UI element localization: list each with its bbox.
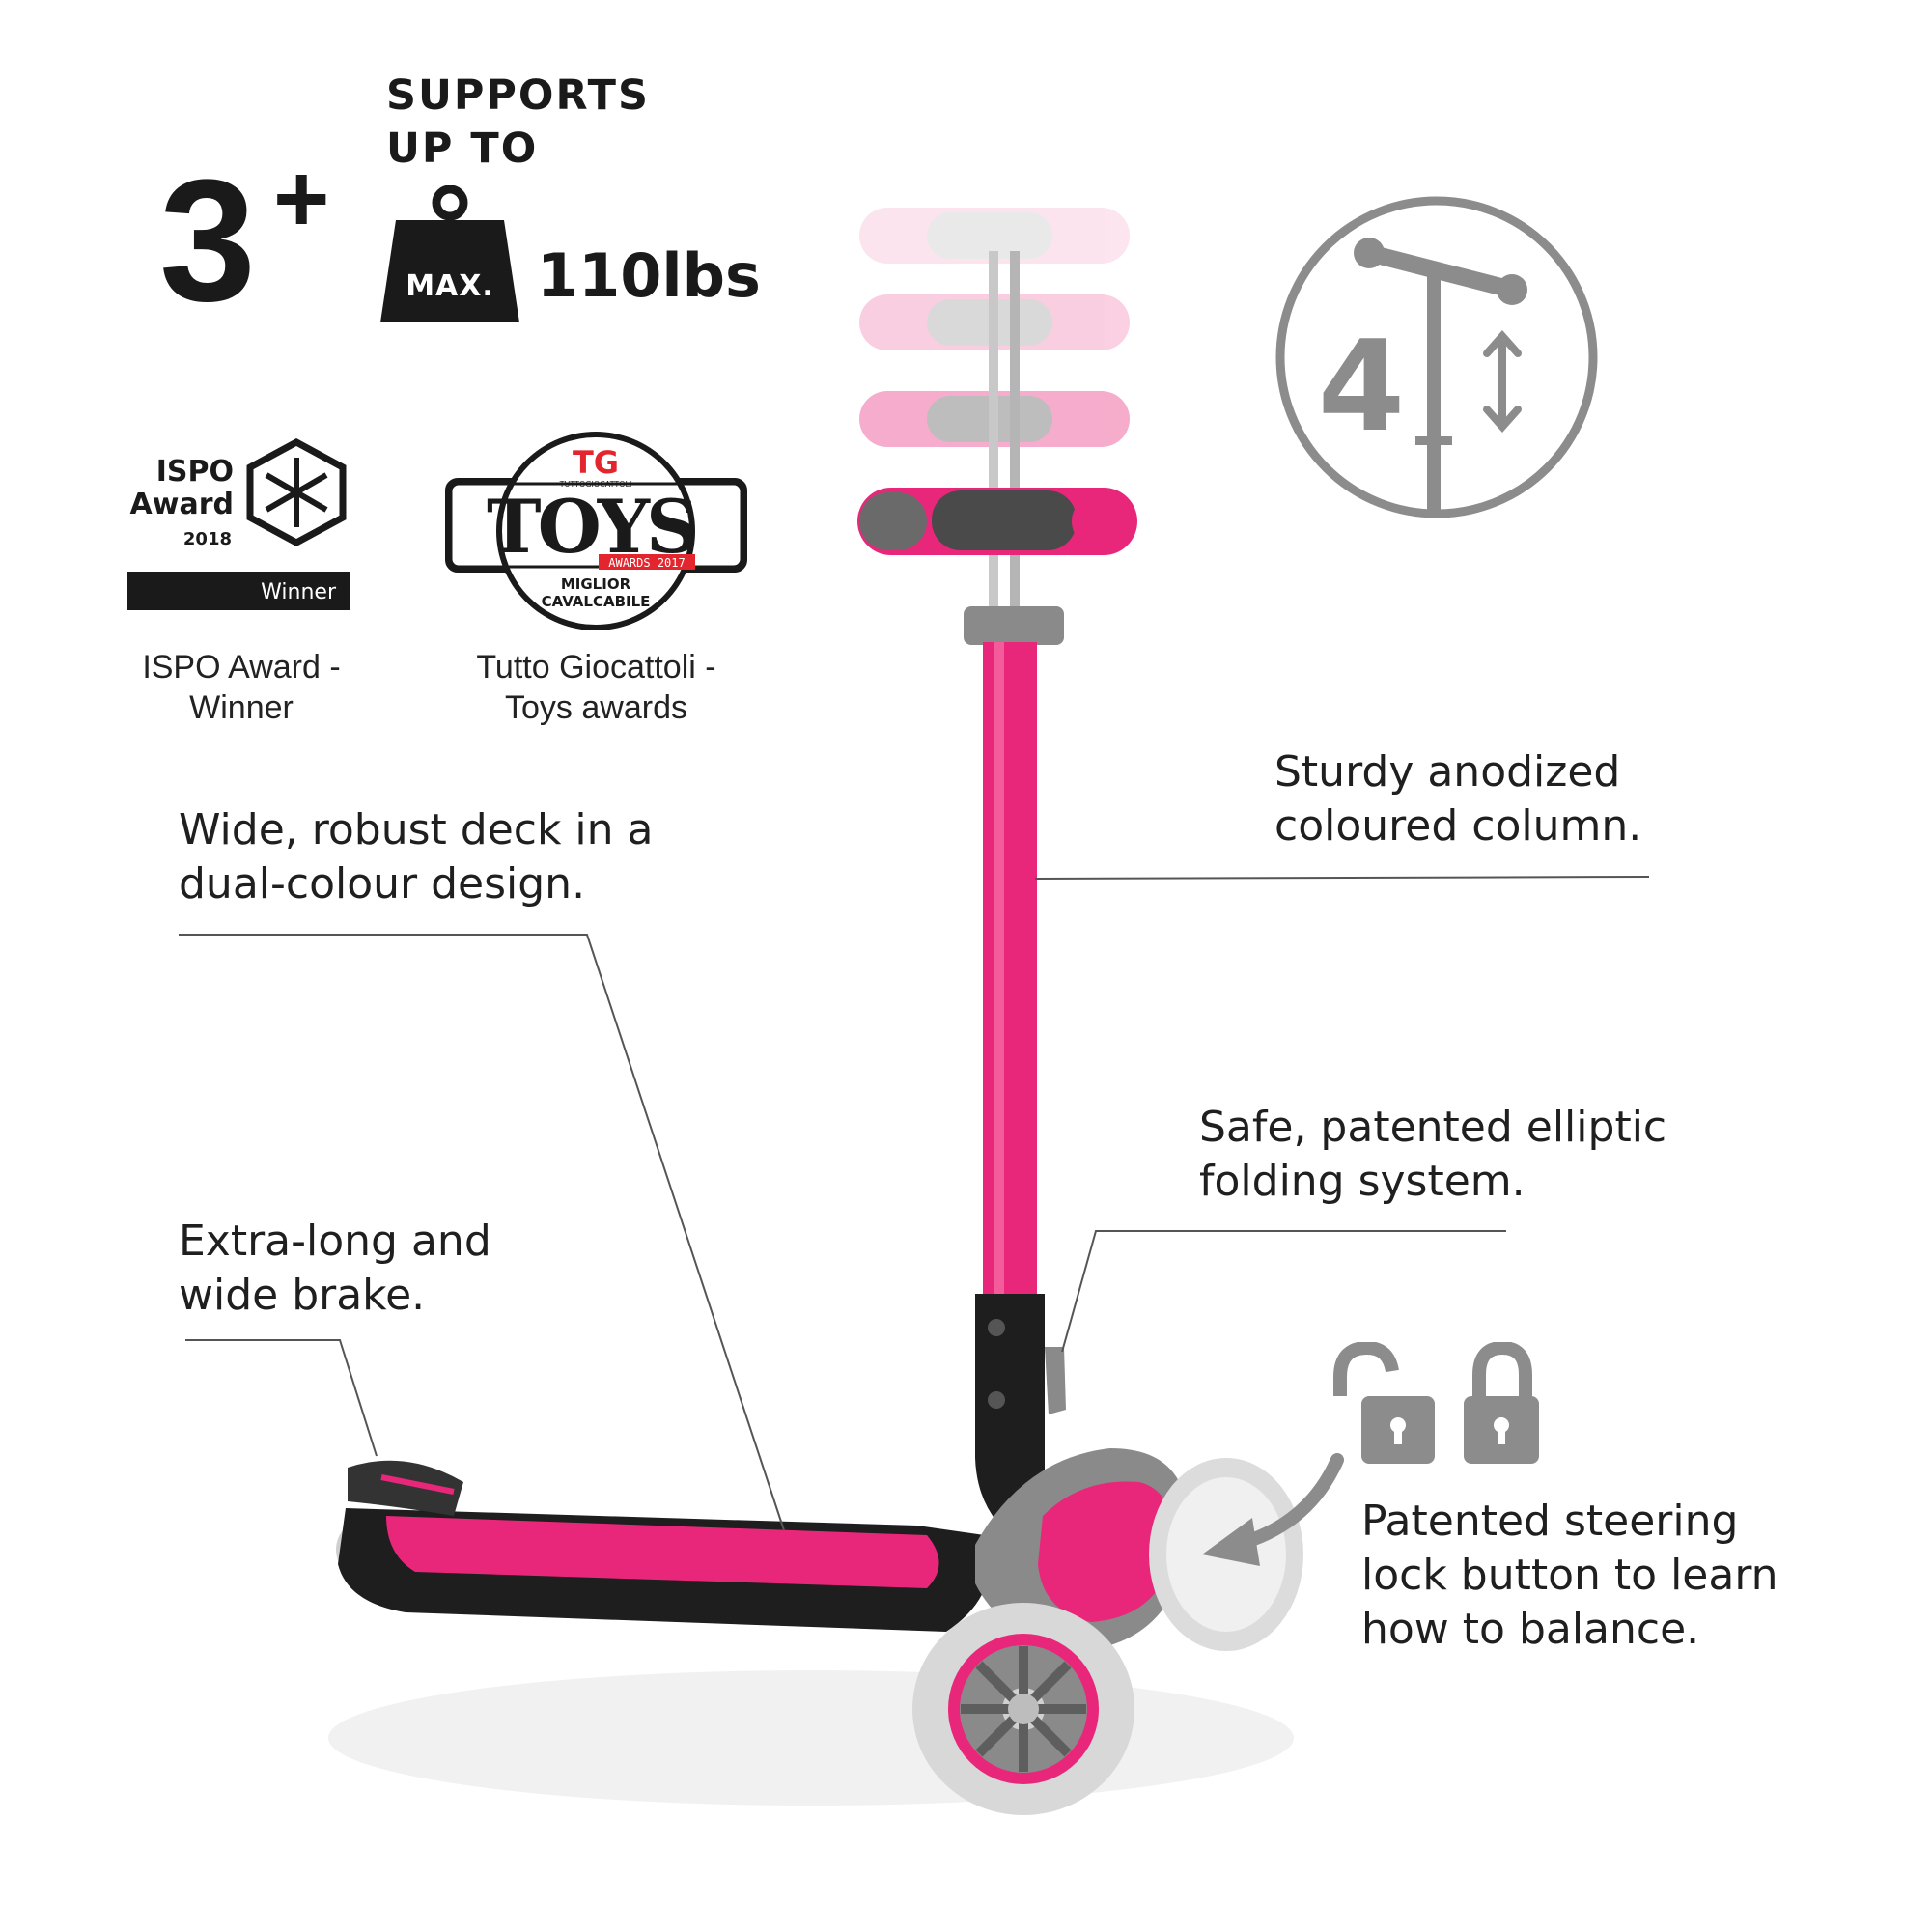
feature-deck-line2: dual-colour design. — [179, 859, 586, 909]
toys-sub: TUTTOGIOCATTOLI — [559, 480, 632, 489]
deck — [338, 1508, 990, 1632]
feature-brake-line2: wide brake. — [179, 1271, 426, 1320]
ispo-hexagon-icon — [246, 438, 347, 546]
column-clamp — [964, 606, 1064, 645]
toys-caption: Tutto Giocattoli - Toys awards — [444, 647, 748, 728]
locked-padlock-icon — [1464, 1342, 1539, 1464]
ispo-title1: ISPO — [156, 455, 234, 489]
feature-folding: Safe, patented elliptic folding system. — [1199, 1101, 1666, 1209]
age-badge: 3 + — [159, 144, 372, 348]
folding-joint — [975, 1294, 1062, 1545]
weight-max-label: MAX. — [406, 269, 494, 303]
ispo-title2: Award — [130, 488, 234, 521]
age-number: 3 — [159, 144, 256, 338]
toys-ribbon: AWARDS 2017 — [608, 556, 685, 570]
feature-lock: Patented steering lock button to learn h… — [1361, 1495, 1778, 1657]
feature-lock-line2: lock button to learn — [1361, 1551, 1778, 1600]
feature-brake-line1: Extra-long and — [179, 1217, 491, 1266]
feature-folding-line1: Safe, patented elliptic — [1199, 1103, 1667, 1152]
capacity-heading: SUPPORTS UP TO — [386, 70, 650, 176]
weight-icon: MAX. — [378, 185, 521, 328]
ispo-year: 2018 — [183, 529, 232, 549]
feature-deck: Wide, robust deck in a dual-colour desig… — [179, 803, 653, 911]
handlebar — [857, 488, 1137, 555]
handlebar-ghost-2 — [859, 294, 1130, 350]
toys-caption-line1: Tutto Giocattoli - — [476, 649, 716, 686]
ispo-caption: ISPO Award - Winner — [142, 649, 341, 726]
feature-lock-line1: Patented steering — [1361, 1497, 1739, 1546]
brake — [348, 1460, 463, 1516]
rear-wheel — [336, 1519, 398, 1581]
feature-column-line1: Sturdy anodized — [1274, 747, 1621, 797]
feature-folding-line2: folding system. — [1199, 1157, 1526, 1206]
unlocked-padlock-icon — [1333, 1342, 1435, 1464]
height-adjust-number: 4 — [1318, 313, 1405, 460]
toys-line1: MIGLIOR — [561, 575, 631, 593]
capacity-line2: UP TO — [386, 125, 539, 173]
lock-icons — [1323, 1342, 1545, 1468]
height-adjust-icon: 4 — [1273, 193, 1601, 521]
feature-lock-line3: how to balance. — [1361, 1605, 1700, 1654]
feature-deck-line1: Wide, robust deck in a — [179, 805, 654, 854]
column — [983, 642, 1037, 1299]
front-body — [975, 1448, 1202, 1651]
handlebar-ghost-1 — [859, 208, 1130, 264]
toys-caption-line2: Toys awards — [505, 689, 687, 726]
weight-value: 110lbs — [537, 240, 761, 311]
pointer-arrow-icon — [1192, 1448, 1347, 1574]
handlebar-ghost-3 — [859, 391, 1130, 447]
capacity-line1: SUPPORTS — [386, 71, 650, 120]
toys-top: TG — [573, 444, 619, 481]
feature-column-line2: coloured column. — [1274, 801, 1642, 851]
ispo-ribbon: Winner — [261, 580, 337, 604]
age-plus: + — [273, 145, 330, 253]
feature-brake: Extra-long and wide brake. — [179, 1215, 491, 1323]
toys-line2: CAVALCABILE — [542, 593, 651, 610]
ispo-award-badge: ISPO Award 2018 Winner — [126, 434, 357, 618]
toys-award-badge: TG TUTTOGIOCATTOLI TOYS AWARDS 2017 MIGL… — [444, 423, 748, 640]
front-wheel-left — [912, 1603, 1134, 1815]
feature-column: Sturdy anodized coloured column. — [1274, 745, 1641, 854]
